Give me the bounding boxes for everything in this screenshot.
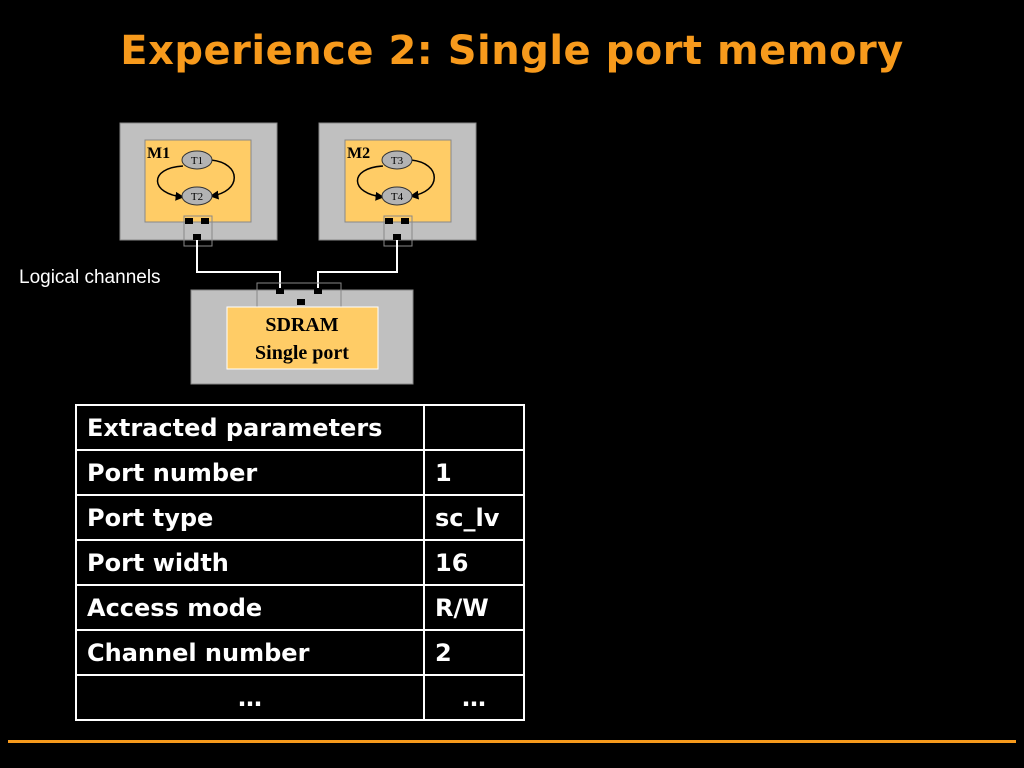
- thread-t2-label: T2: [191, 191, 203, 203]
- param-value-cell: 1: [423, 449, 525, 496]
- ellipsis-cell: …: [423, 674, 525, 721]
- channel-wire-m1: [196, 240, 281, 290]
- sdram-subtitle: Single port: [255, 342, 349, 364]
- m2-loop-arrow-right: [409, 159, 435, 200]
- table-row: Port type sc_lv: [75, 494, 525, 541]
- param-value-cell: sc_lv: [423, 494, 525, 541]
- table-row: … …: [75, 674, 525, 721]
- bottom-divider: [8, 740, 1016, 743]
- table-row: Channel number 2: [75, 629, 525, 676]
- table-row: Extracted parameters: [75, 404, 525, 451]
- param-name-cell: Access mode: [75, 584, 425, 631]
- sdram-port-b: [314, 288, 322, 294]
- ellipsis-cell: …: [75, 674, 425, 721]
- thread-t2-node: [181, 186, 213, 206]
- architecture-diagram: M1 T1 T2 M2 T3 T4 Logical channels: [19, 122, 477, 385]
- param-name-cell: Port number: [75, 449, 425, 496]
- table-row: Port width 16: [75, 539, 525, 586]
- table-header-cell: Extracted parameters: [75, 404, 425, 451]
- thread-t4-node: [381, 186, 413, 206]
- thread-t1-label: T1: [191, 155, 203, 167]
- slide-title: Experience 2: Single port memory: [120, 28, 904, 74]
- module-m2: M2 T3 T4: [318, 122, 477, 247]
- m2-port-out: [393, 234, 401, 240]
- module-m1: M1 T1 T2: [119, 122, 278, 247]
- m2-loop-arrow-left: [356, 165, 385, 201]
- param-value-cell: 16: [423, 539, 525, 586]
- module-m2-label: M2: [347, 145, 370, 162]
- thread-t3-label: T3: [391, 155, 404, 167]
- sdram-port-a: [276, 288, 284, 294]
- thread-t4-label: T4: [391, 191, 404, 203]
- m1-port-out: [193, 234, 201, 240]
- extracted-parameters-table: Extracted parameters Port number 1 Port …: [75, 404, 525, 721]
- m1-port-a: [185, 218, 193, 224]
- param-name-cell: Channel number: [75, 629, 425, 676]
- channel-wire-m2: [317, 240, 398, 290]
- param-name-cell: Port type: [75, 494, 425, 541]
- sdram-title: SDRAM: [265, 314, 338, 336]
- sdram-block: SDRAM Single port: [190, 282, 414, 385]
- table-row: Port number 1: [75, 449, 525, 496]
- param-value-cell: R/W: [423, 584, 525, 631]
- m2-port-a: [385, 218, 393, 224]
- m1-port-b: [201, 218, 209, 224]
- table-row: Access mode R/W: [75, 584, 525, 631]
- param-name-cell: Port width: [75, 539, 425, 586]
- m2-port-b: [401, 218, 409, 224]
- table-header-value-cell: [423, 404, 525, 451]
- sdram-port-internal: [297, 299, 305, 305]
- thread-t1-node: [181, 150, 213, 170]
- m1-loop-arrow-left: [156, 165, 185, 201]
- thread-t3-node: [381, 150, 413, 170]
- m1-loop-arrow-right: [209, 159, 235, 200]
- param-value-cell: 2: [423, 629, 525, 676]
- logical-channels-label: Logical channels: [19, 267, 161, 288]
- module-m1-label: M1: [147, 145, 170, 162]
